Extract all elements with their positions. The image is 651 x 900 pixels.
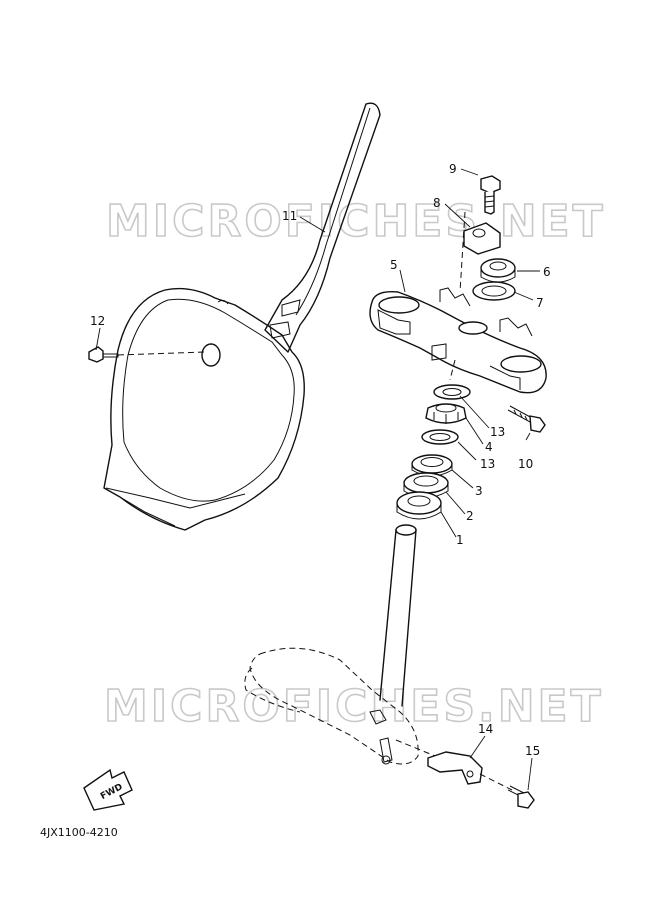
callout-14: 14 (478, 722, 493, 736)
callout-7: 7 (536, 296, 544, 310)
washer-7 (472, 281, 516, 301)
callout-8: 8 (433, 196, 441, 210)
watermark-bottom: MICROFICHES.NET (104, 681, 604, 732)
fwd-arrow-icon: FWD (83, 768, 133, 811)
bolt-10 (507, 405, 546, 433)
ring-nut-4 (425, 403, 467, 424)
number-plate-screw (88, 346, 206, 363)
nut-6 (480, 258, 516, 283)
callout-11: 11 (282, 209, 297, 223)
callout-3: 3 (475, 484, 483, 498)
callout-12: 12 (90, 314, 105, 328)
callout-13-lower: 13 (480, 457, 495, 471)
seal-1 (396, 491, 442, 520)
watermark-top: MICROFICHES.NET (106, 196, 606, 247)
steering-stem (244, 524, 419, 765)
callout-6: 6 (543, 265, 551, 279)
washer-13-lower (421, 429, 459, 445)
callout-15: 15 (525, 744, 540, 758)
upper-bracket-5 (369, 287, 547, 394)
callout-13-upper: 13 (490, 425, 505, 439)
callout-1: 1 (456, 533, 464, 547)
cap-8 (463, 222, 501, 255)
callout-4: 4 (485, 440, 493, 454)
cable-guide-14 (427, 751, 483, 785)
washer-13-upper (433, 384, 471, 400)
callout-10: 10 (518, 457, 533, 471)
bolt-9 (480, 175, 501, 215)
part-code: 4JX1100-4210 (40, 826, 118, 839)
callout-9: 9 (449, 162, 457, 176)
bolt-15 (507, 785, 535, 809)
callout-5: 5 (390, 258, 398, 272)
front-number-plate (103, 102, 381, 531)
callout-2: 2 (466, 509, 474, 523)
